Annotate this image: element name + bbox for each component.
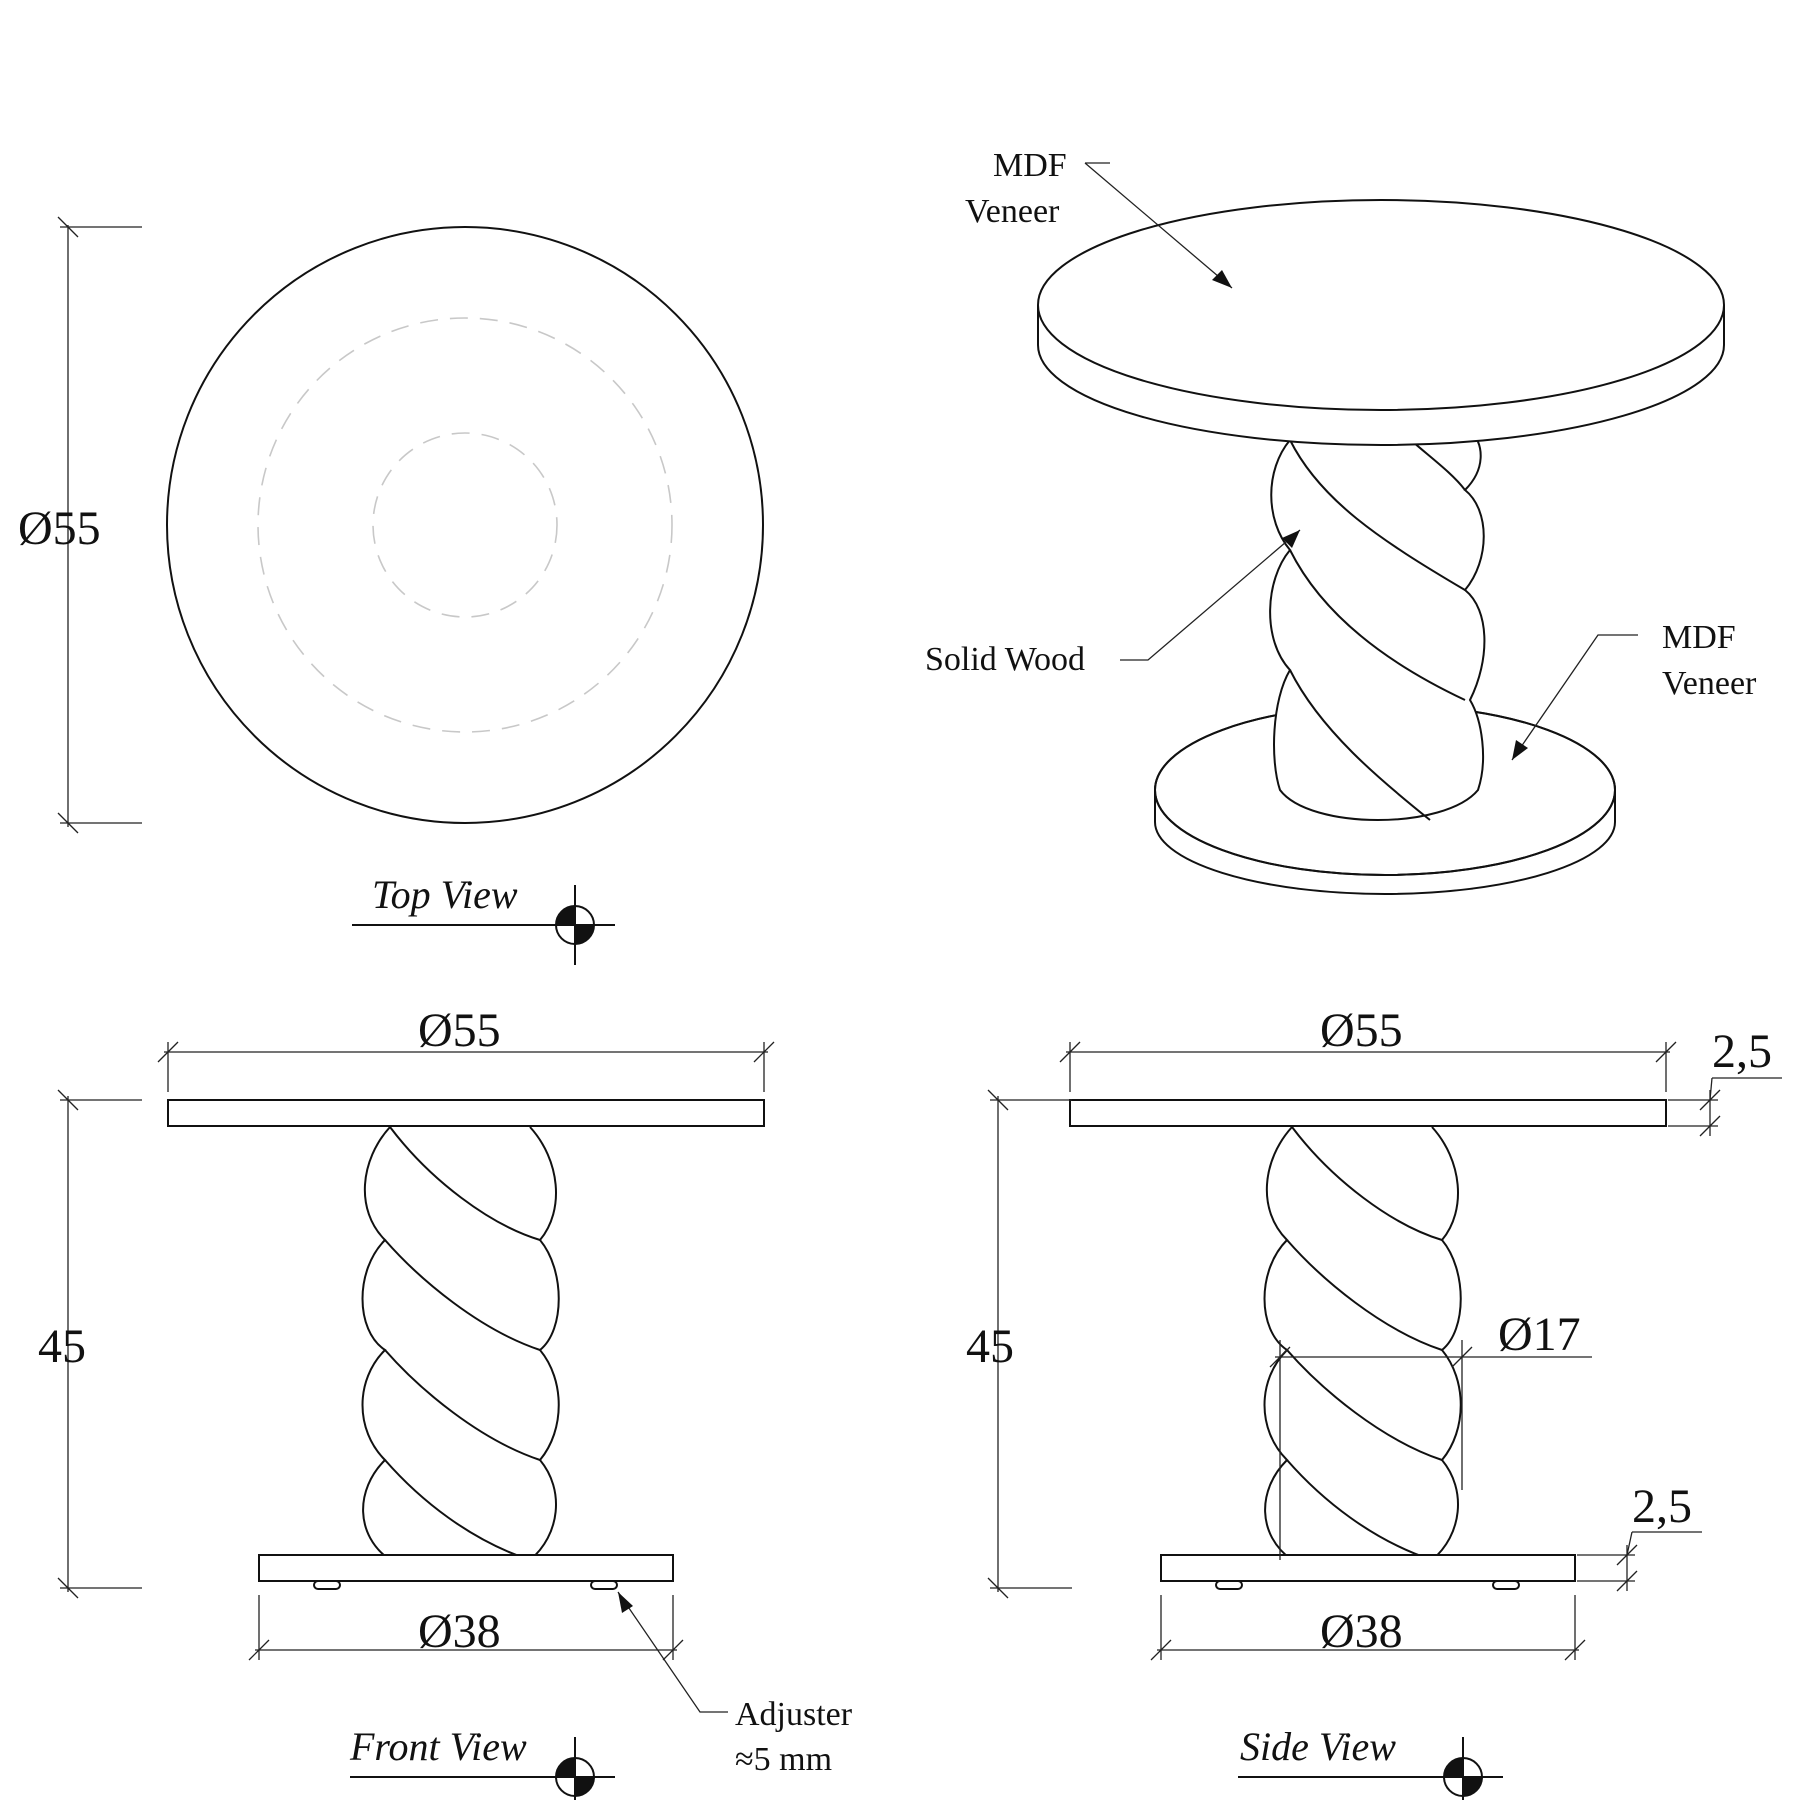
front-top-diameter-label: Ø55 <box>418 1004 501 1057</box>
base-hidden-circle <box>257 317 673 733</box>
diameter-dimension <box>57 216 142 834</box>
side-base-diameter-label: Ø38 <box>1320 1605 1403 1658</box>
side-column <box>1263 1126 1462 1561</box>
front-tabletop <box>167 1099 765 1127</box>
top-diameter-label: Ø55 <box>18 502 101 555</box>
front-adjuster-right <box>590 1580 618 1590</box>
front-column <box>361 1126 560 1561</box>
front-base <box>258 1554 674 1582</box>
side-column-diameter-label: Ø17 <box>1498 1308 1581 1361</box>
front-adjuster-left <box>313 1580 341 1590</box>
side-top-thickness-label: 2,5 <box>1712 1025 1772 1078</box>
front-adjuster-label-line2: ≈5 mm <box>735 1741 832 1778</box>
top-view: Ø55 Top View <box>18 216 764 965</box>
section-marker-icon <box>535 1737 615 1800</box>
front-height-label: 45 <box>38 1320 86 1373</box>
side-adjuster-left <box>1215 1580 1243 1590</box>
side-view-title: Side View <box>1240 1724 1396 1769</box>
side-view: Ø55 45 2,5 Ø17 2,5 Ø38 Side View <box>966 1004 1782 1800</box>
side-adjuster-right <box>1492 1580 1520 1590</box>
front-view: Ø55 45 Ø38 Adjuster ≈5 mm Front View <box>38 1004 853 1800</box>
tabletop-outline <box>166 226 764 824</box>
front-view-title: Front View <box>349 1724 527 1769</box>
iso-tabletop <box>1037 199 1725 446</box>
front-dimensions <box>57 1041 775 1713</box>
iso-base-material-line2: Veneer <box>1662 665 1757 702</box>
top-view-title: Top View <box>372 872 518 917</box>
section-marker-icon <box>1423 1737 1503 1800</box>
iso-view: MDF Veneer Solid Wood MDF Veneer <box>925 147 1757 895</box>
iso-top-material-line1: MDF <box>993 147 1067 184</box>
front-adjuster-label-line1: Adjuster <box>735 1696 853 1733</box>
side-tabletop <box>1069 1099 1667 1127</box>
iso-column-material-label: Solid Wood <box>925 641 1085 678</box>
side-dimensions <box>987 1041 1782 1661</box>
section-marker-icon <box>535 885 615 965</box>
column-hidden-circle <box>372 432 558 618</box>
iso-base-material-line1: MDF <box>1662 619 1736 656</box>
side-top-diameter-label: Ø55 <box>1320 1004 1403 1057</box>
iso-leaders <box>1084 162 1638 761</box>
side-height-label: 45 <box>966 1320 1014 1373</box>
front-base-diameter-label: Ø38 <box>418 1605 501 1658</box>
iso-column <box>1269 428 1486 821</box>
side-base <box>1160 1554 1576 1582</box>
side-base-thickness-label: 2,5 <box>1632 1480 1692 1533</box>
iso-top-material-line2: Veneer <box>965 193 1060 230</box>
